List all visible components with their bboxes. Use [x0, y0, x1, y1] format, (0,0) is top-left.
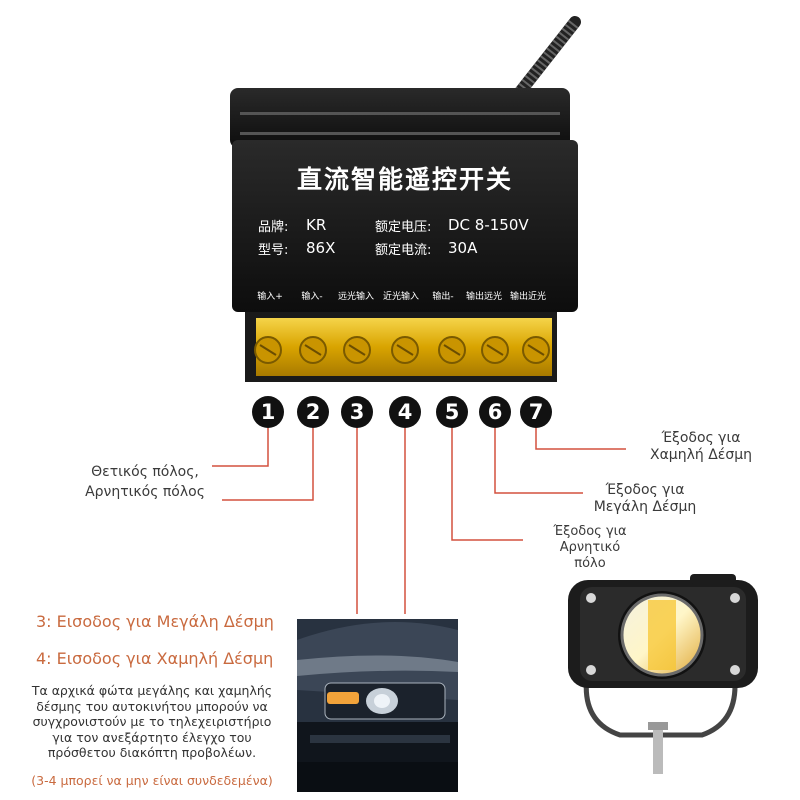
terminal-label-6: 输出远光: [465, 292, 502, 302]
terminal-number-4: 4: [397, 400, 413, 424]
terminal-label-7: 输出近光: [509, 292, 546, 302]
terminal-screw-slot-1: [259, 344, 277, 356]
led-spotlight-image: [568, 574, 758, 774]
terminal-number-1: 1: [260, 400, 276, 424]
callout-negative-out: Έξοδος για Αρνητικό πόλο: [535, 524, 645, 572]
callout-high-beam-out-line1: Έξοδος για: [605, 482, 685, 498]
terminal-block: [254, 318, 552, 376]
callout-low-beam-out-line2: Χαμηλή Δέσμη: [649, 447, 752, 463]
note-line4: για τον ανεξάρτητο έλεγχο του: [52, 729, 252, 745]
brand-value: KR: [306, 216, 327, 234]
brand-label: 品牌:: [258, 220, 289, 235]
note-line2: δέσμης του αυτοκινήτου μπορούν να: [36, 698, 268, 714]
note-text: Τα αρχικά φώτα μεγάλης και χαμηλής δέσμη…: [18, 683, 286, 761]
terminal-label-5: 输出-: [432, 292, 454, 302]
terminal-number-5: 5: [444, 400, 460, 424]
callout-high-beam-out-line2: Μεγάλη Δέσμη: [593, 499, 697, 515]
connector-lines: [212, 428, 626, 614]
note-line1: Τα αρχικά φώτα μεγάλης και χαμηλής: [31, 683, 273, 698]
callout-positive-negative-line2: Αρνητικός πόλος: [85, 484, 205, 500]
terminal-screw-slot-5: [443, 344, 461, 356]
callout-low-beam-out: Έξοδος για Χαμηλή Δέσμη: [636, 430, 766, 464]
terminal-number-3: 3: [349, 400, 365, 424]
voltage-label: 额定电压:: [375, 220, 432, 235]
model-value: 86X: [306, 239, 336, 257]
terminal-number-circle-7: [520, 396, 552, 428]
note-line5: πρόσθετου διακόπτη προβολέων.: [47, 745, 257, 760]
terminal-number-circle-5: [436, 396, 468, 428]
footnote: (3-4 μπορεί να μην είναι συνδεδεμένα): [31, 773, 273, 788]
terminal-label-1: 输入+: [257, 292, 283, 302]
callout-negative-out-line1: Έξοδος για: [553, 524, 627, 539]
terminal-screw-slot-4: [396, 344, 414, 356]
callout-negative-out-line2: Αρνητικό: [559, 540, 621, 555]
callout-negative-out-line3: πόλο: [574, 556, 606, 571]
note-line3: συγχρονιστούν με το τηλεχειριστήριο: [32, 714, 272, 729]
car-headlight-image: [297, 619, 458, 792]
terminal-number-circle-3: [341, 396, 373, 428]
antenna-icon: [514, 16, 581, 98]
terminal-number-6: 6: [487, 400, 503, 424]
terminal-screw-slot-3: [348, 344, 366, 356]
terminal-number-7: 7: [528, 400, 544, 424]
callout-high-beam-out: Έξοδος για Μεγάλη Δέσμη: [580, 482, 710, 516]
terminal-screw-slot-2: [304, 344, 322, 356]
current-value: 30A: [448, 239, 478, 257]
terminal-number-2: 2: [305, 400, 321, 424]
terminal-label-4: 近光输入: [382, 292, 419, 302]
terminal-number-circle-1: [252, 396, 284, 428]
terminal-number-circle-4: [389, 396, 421, 428]
terminal-number-circles: [252, 396, 552, 428]
terminal-screw-slot-7: [527, 344, 545, 356]
terminal-number-circle-6: [479, 396, 511, 428]
voltage-value: DC 8-150V: [448, 216, 529, 234]
callout-low-beam-out-line1: Έξοδος για: [661, 430, 741, 446]
device-title: 直流智能遥控开关: [296, 165, 513, 194]
terminal-number-circle-2: [297, 396, 329, 428]
current-label: 额定电流:: [375, 243, 432, 258]
callout-positive-negative: Θετικός πόλος, Αρνητικός πόλος: [60, 464, 230, 501]
terminal-label-3: 远光输入: [337, 292, 374, 302]
terminal-screw-slot-6: [486, 344, 504, 356]
model-label: 型号:: [258, 243, 289, 258]
input3-text: 3: Εισοδος για Μεγάλη Δέσμη: [36, 612, 274, 631]
terminal-label-2: 输入-: [301, 292, 323, 302]
input4-text: 4: Εισοδος για Χαμηλή Δέσμη: [36, 649, 274, 668]
callout-positive-negative-line1: Θετικός πόλος,: [91, 464, 199, 480]
